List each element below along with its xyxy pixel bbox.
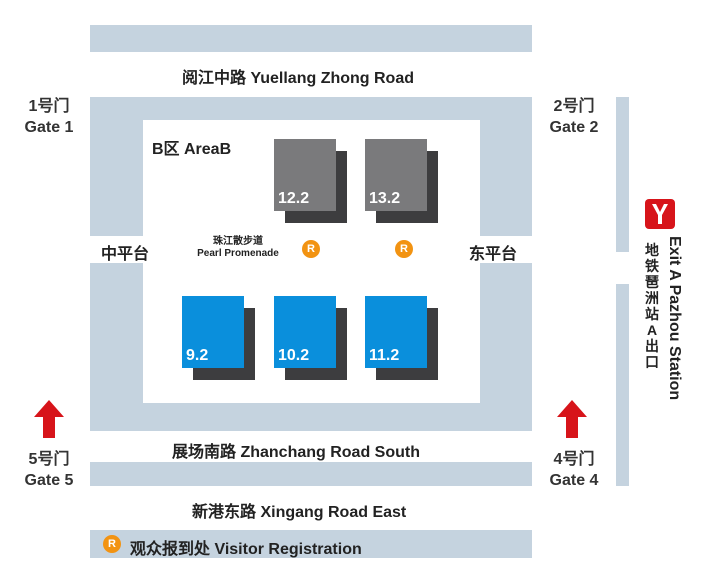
hall-11-2[interactable]: 11.2	[365, 296, 438, 380]
gate-5-cn: 5号门	[28, 451, 70, 468]
visitor-registration-bar[interactable]	[90, 530, 532, 558]
metro-exit-cn: 地铁琶洲站A出口	[645, 242, 659, 370]
hall-block	[365, 296, 427, 368]
terrace-middle: 中平台	[101, 246, 150, 263]
hall-block	[274, 139, 336, 211]
gate-4-cn: 4号门	[553, 451, 595, 468]
hall-block	[365, 139, 427, 211]
hall-10-2[interactable]: 10.2	[274, 296, 347, 380]
hall-number: 10.2	[278, 347, 310, 364]
gate-4[interactable]: 4号门 Gate 4	[535, 449, 613, 491]
south-road-label: 展场南路 Zhanchang Road South	[172, 444, 420, 461]
metro-strip-upper	[616, 97, 629, 252]
metro-logo-icon	[645, 199, 675, 229]
metro-strip-lower	[616, 284, 629, 486]
area-b-label: B区 AreaB	[152, 141, 232, 158]
registration-badge-promenade-1[interactable]: R	[302, 240, 320, 258]
hall-13-2[interactable]: 13.2	[365, 139, 438, 223]
hall-12-2[interactable]: 12.2	[274, 139, 347, 223]
gate-2-cn: 2号门	[553, 98, 595, 115]
promenade-label: 珠江散步道 Pearl Promenade	[190, 236, 286, 260]
hall-number: 13.2	[369, 190, 401, 207]
hall-number: 12.2	[278, 190, 310, 207]
gate-5-en: Gate 5	[24, 472, 74, 489]
metro-symbol-icon	[652, 204, 668, 224]
gate-4-arrow-icon	[557, 400, 587, 438]
gate-1-en: Gate 1	[24, 119, 74, 136]
registration-badge-promenade-2[interactable]: R	[395, 240, 413, 258]
gate-4-en: Gate 4	[549, 472, 599, 489]
north-road-band	[90, 25, 532, 52]
metro-exit-label[interactable]: Exit A Pazhou Station 地铁琶洲站A出口	[643, 236, 683, 436]
visitor-registration-label: 观众报到处 Visitor Registration	[130, 541, 362, 558]
promenade-label-cn: 珠江散步道	[213, 236, 263, 247]
hall-9-2[interactable]: 9.2	[182, 296, 255, 380]
gate-5-arrow-icon	[34, 400, 64, 438]
north-road-label: 阅江中路 Yuellang Zhong Road	[182, 70, 415, 87]
hall-number: 11.2	[369, 347, 400, 364]
terrace-east: 东平台	[469, 246, 518, 263]
hall-block	[274, 296, 336, 368]
gate-2-en: Gate 2	[549, 119, 599, 136]
gate-1[interactable]: 1号门 Gate 1	[10, 96, 88, 138]
metro-exit-en: Exit A Pazhou Station	[666, 236, 683, 401]
xingang-road-label: 新港东路 Xingang Road East	[192, 504, 407, 521]
gate-5[interactable]: 5号门 Gate 5	[10, 449, 88, 491]
promenade-label-en: Pearl Promenade	[197, 248, 279, 259]
gate-1-cn: 1号门	[28, 98, 70, 115]
hall-block	[182, 296, 244, 368]
registration-badge: R	[103, 535, 121, 553]
xingang-road-band	[90, 462, 532, 486]
gate-2[interactable]: 2号门 Gate 2	[535, 96, 613, 138]
hall-number: 9.2	[186, 347, 209, 364]
